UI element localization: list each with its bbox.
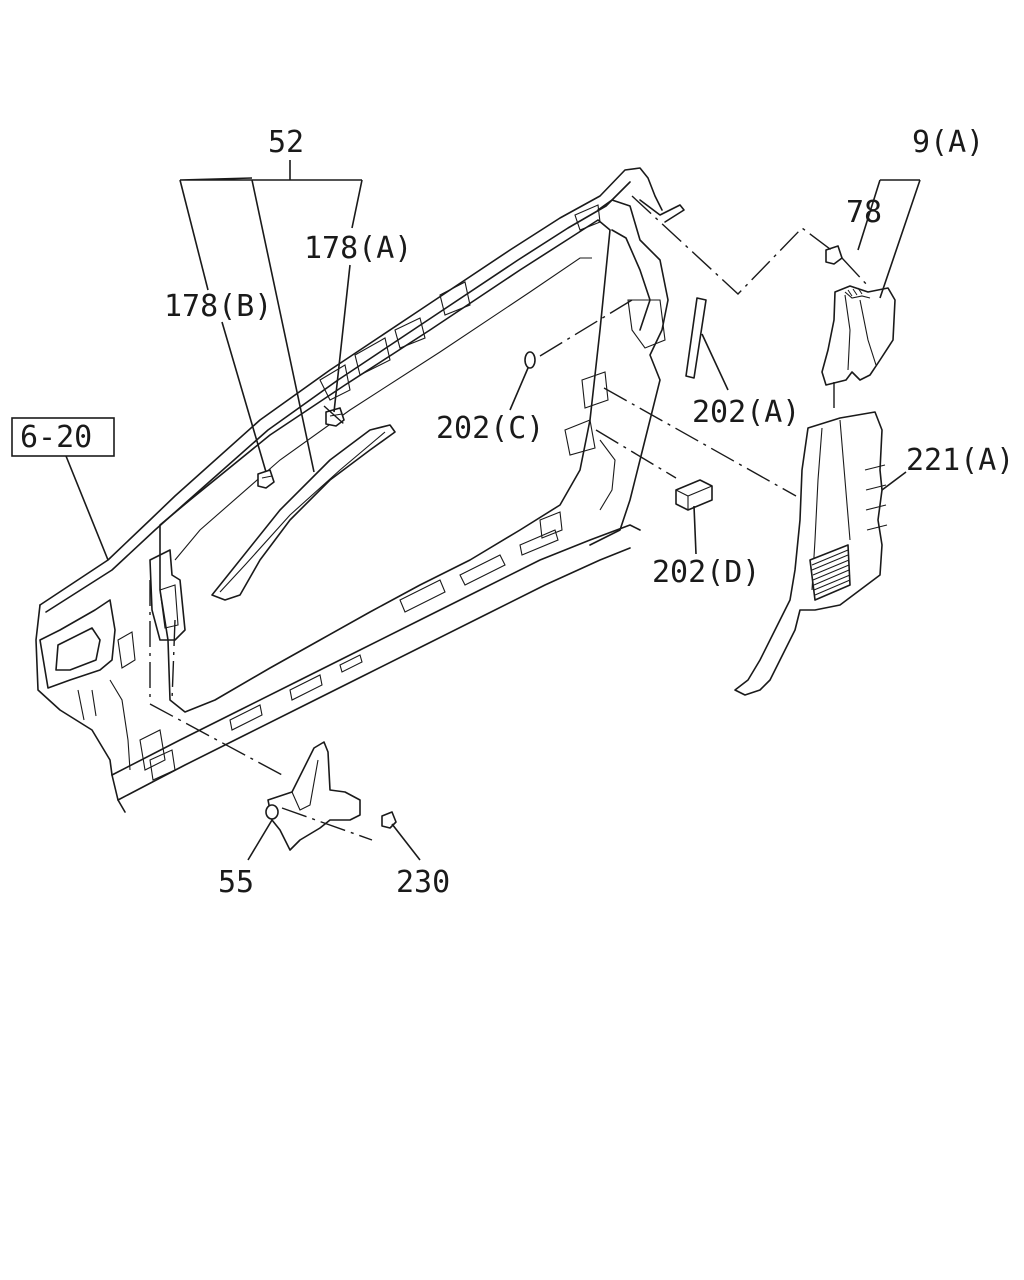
label-6-20: 6-20 — [20, 420, 92, 455]
label-box-6-20 — [11, 417, 115, 457]
upper-pillar-trim — [821, 285, 896, 386]
leader-lines — [65, 160, 921, 861]
label-55: 55 — [218, 865, 254, 900]
label-78: 78 — [846, 195, 882, 230]
label-178b: 178(B) — [164, 289, 272, 324]
assembly-lines — [149, 195, 869, 841]
label-202a: 202(A) — [692, 395, 800, 430]
pad-202c — [524, 351, 536, 369]
label-202c: 202(C) — [436, 411, 544, 446]
clip-178b — [257, 469, 275, 489]
clip-78 — [825, 245, 843, 265]
label-9a: 9(A) — [912, 125, 984, 160]
scuff-plate — [267, 741, 361, 851]
body-side-panel — [35, 167, 685, 813]
label-178a: 178(A) — [304, 231, 412, 266]
lower-pillar-trim — [734, 411, 888, 696]
label-202d: 202(D) — [652, 555, 760, 590]
seal-202a — [685, 297, 707, 379]
pad-202d — [675, 479, 713, 511]
label-230: 230 — [396, 865, 450, 900]
label-221a: 221(A) — [906, 443, 1014, 478]
clip-55 — [265, 804, 279, 820]
label-52: 52 — [268, 125, 304, 160]
a-pillar-trim — [211, 424, 396, 601]
vent-grille — [809, 544, 851, 601]
